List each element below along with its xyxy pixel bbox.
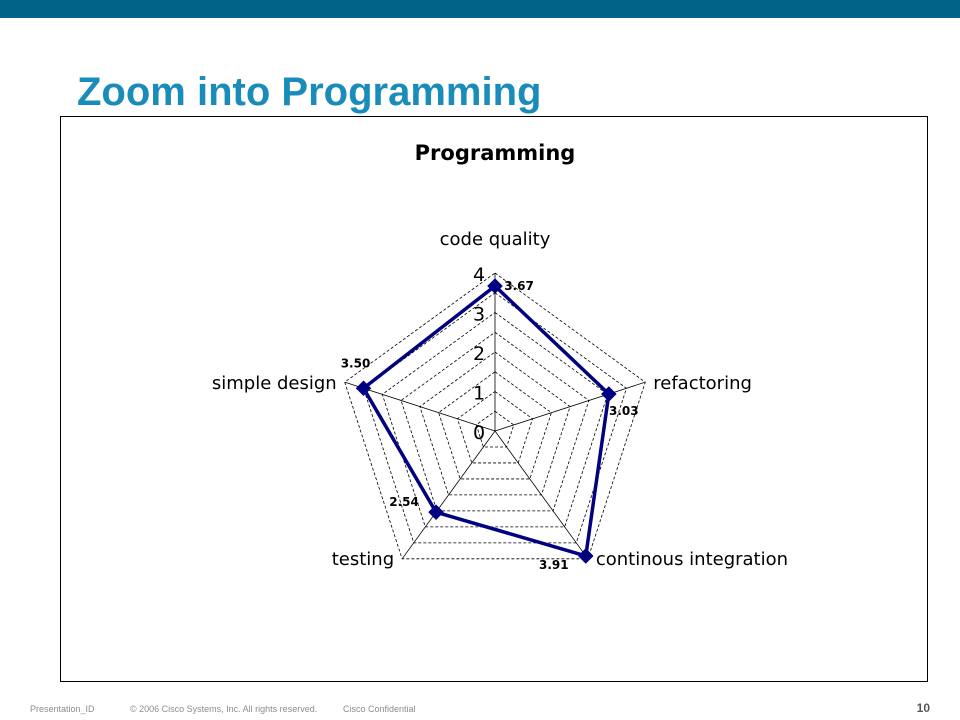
radar-series: 3.67 3.03 3.91 2.54 3.50 xyxy=(341,278,639,572)
footer-confidential: Cisco Confidential xyxy=(343,704,416,714)
grid-ring xyxy=(438,371,552,480)
grid-ring xyxy=(475,410,515,448)
radar-spokes xyxy=(344,273,646,560)
radar-spoke xyxy=(494,381,646,432)
data-label: 3.67 xyxy=(504,279,534,293)
radar-spoke xyxy=(494,430,589,560)
grid-ring xyxy=(456,391,534,464)
radar-tick-labels: 0 1 2 3 4 xyxy=(473,264,485,444)
tick-label: 4 xyxy=(473,264,485,286)
tick-label: 3 xyxy=(473,304,485,326)
chart-title: Programming xyxy=(415,141,576,165)
category-label: code quality xyxy=(440,229,551,250)
data-label: 3.50 xyxy=(341,356,371,370)
category-label: refactoring xyxy=(653,373,752,394)
tick-label: 0 xyxy=(473,422,485,444)
slide-title: Zoom into Programming xyxy=(77,70,542,114)
data-point-marker xyxy=(428,504,444,520)
radar-category-labels: code quality refactoring continous integra… xyxy=(212,229,788,570)
chart-frame: Programming 0 1 2 3 4 3.67 3.03 3.91 2.54 3.50 c… xyxy=(60,116,928,682)
radar-spoke xyxy=(344,381,496,432)
grid-ring xyxy=(419,351,571,496)
grid-ring xyxy=(400,331,590,512)
page-number: 10 xyxy=(916,701,930,715)
data-point-marker xyxy=(578,548,594,564)
grid-ring xyxy=(381,312,609,528)
data-label: 3.91 xyxy=(539,558,569,572)
category-label: testing xyxy=(332,549,394,570)
top-banner-bar xyxy=(0,0,960,18)
tick-label: 2 xyxy=(473,343,485,365)
data-label: 2.54 xyxy=(389,495,419,509)
category-label: continous integration xyxy=(596,549,788,570)
footer-copyright: © 2006 Cisco Systems, Inc. All rights re… xyxy=(130,704,318,714)
tick-label: 1 xyxy=(473,383,485,405)
series-line xyxy=(361,284,611,558)
category-label: simple design xyxy=(212,373,337,394)
radar-spoke xyxy=(401,430,496,560)
footer-presentation-id: Presentation_ID xyxy=(30,704,95,714)
radar-chart: Programming 0 1 2 3 4 3.67 3.03 3.91 2.54 3.50 c… xyxy=(212,141,788,572)
data-label: 3.03 xyxy=(609,404,639,418)
